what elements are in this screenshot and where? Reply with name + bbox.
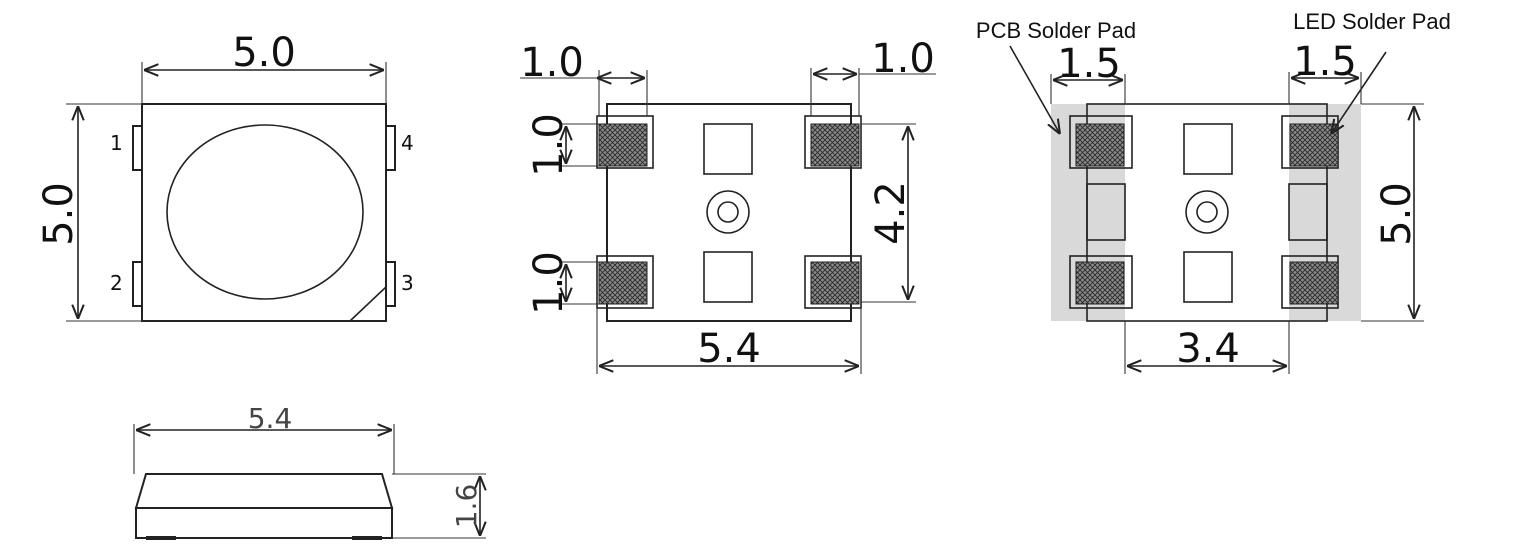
inner-square-top xyxy=(703,123,753,175)
inner-gap-dim: 3.4 xyxy=(1176,326,1240,372)
pin-label-4: 4 xyxy=(401,131,414,155)
pin-label-2: 2 xyxy=(110,271,123,295)
pin-tab-3 xyxy=(385,261,396,307)
pad-width-left-dim: 1.0 xyxy=(520,40,584,86)
pcb-solder-pad-leader xyxy=(1009,45,1060,134)
pad-frame-top-left xyxy=(596,115,654,169)
fp-frame-bottom-left xyxy=(1069,255,1133,309)
pin-tab-2 xyxy=(132,261,143,307)
fp-center-ring-inner xyxy=(1196,201,1218,223)
footprint-view: PCB Solder Pad LED Solder Pad 1.5 1.5 3.… xyxy=(976,9,1451,374)
side-view-dome xyxy=(134,473,394,509)
bottom-view: 1.0 1.0 1.0 1.0 4.2 5.4 xyxy=(520,36,936,374)
front-view: 1 2 3 4 5.0 5.0 xyxy=(36,30,414,322)
side-length-dim: 5.4 xyxy=(248,402,293,435)
pad-top-right xyxy=(810,123,860,167)
fp-center-ring-outer xyxy=(1185,190,1229,234)
fp-pad-bottom-left xyxy=(1075,261,1125,305)
lens-circle xyxy=(166,124,364,300)
pcb-solder-pad-label: PCB Solder Pad xyxy=(976,18,1136,43)
pad-height-top-dim: 1.0 xyxy=(526,113,572,177)
pad-frame-bottom-right xyxy=(804,255,862,309)
pad-frame-top-right xyxy=(804,115,862,169)
front-view-body xyxy=(141,103,387,322)
side-view: 5.4 1.6 xyxy=(133,402,486,540)
led-solder-pad-leader xyxy=(1331,51,1387,134)
pad-bottom-right xyxy=(810,261,860,305)
led-solder-pad-label: LED Solder Pad xyxy=(1293,9,1451,34)
pin-tab-4 xyxy=(385,125,396,171)
pcb-pad-width-dim: 1.5 xyxy=(1057,41,1121,87)
polarity-chamfer xyxy=(349,286,387,322)
side-height-dim: 1.6 xyxy=(450,484,483,529)
pad-frame-bottom-left xyxy=(596,255,654,309)
pad-height-bottom-dim: 1.0 xyxy=(526,251,572,315)
notch-right xyxy=(1288,183,1328,241)
inner-square-bottom xyxy=(703,251,753,303)
fp-pad-top-right xyxy=(1289,123,1339,167)
pin-label-3: 3 xyxy=(401,271,414,295)
bottom-width-dim: 5.4 xyxy=(697,326,761,372)
fp-inner-square-bottom xyxy=(1183,251,1233,303)
pad-top-left xyxy=(598,123,648,167)
center-ring-outer xyxy=(706,190,750,234)
fp-inner-square-top xyxy=(1183,123,1233,175)
bottom-view-body xyxy=(606,103,852,322)
fp-frame-top-left xyxy=(1069,115,1133,169)
pad-span-dim: 4.2 xyxy=(868,181,914,245)
front-width-dim: 5.0 xyxy=(232,30,296,76)
center-ring-inner xyxy=(717,201,739,223)
fp-pad-bottom-right xyxy=(1289,261,1339,305)
footprint-height-dim: 5.0 xyxy=(1374,182,1420,246)
side-view-base xyxy=(135,507,393,539)
pad-bottom-left xyxy=(598,261,648,305)
led-pad-width-dim: 1.5 xyxy=(1293,39,1357,85)
fp-pad-top-left xyxy=(1075,123,1125,167)
pad-width-right-dim: 1.0 xyxy=(871,36,935,82)
pin-label-1: 1 xyxy=(110,131,123,155)
front-height-dim: 5.0 xyxy=(36,182,82,246)
notch-left xyxy=(1086,183,1126,241)
pin-tab-1 xyxy=(132,125,143,171)
